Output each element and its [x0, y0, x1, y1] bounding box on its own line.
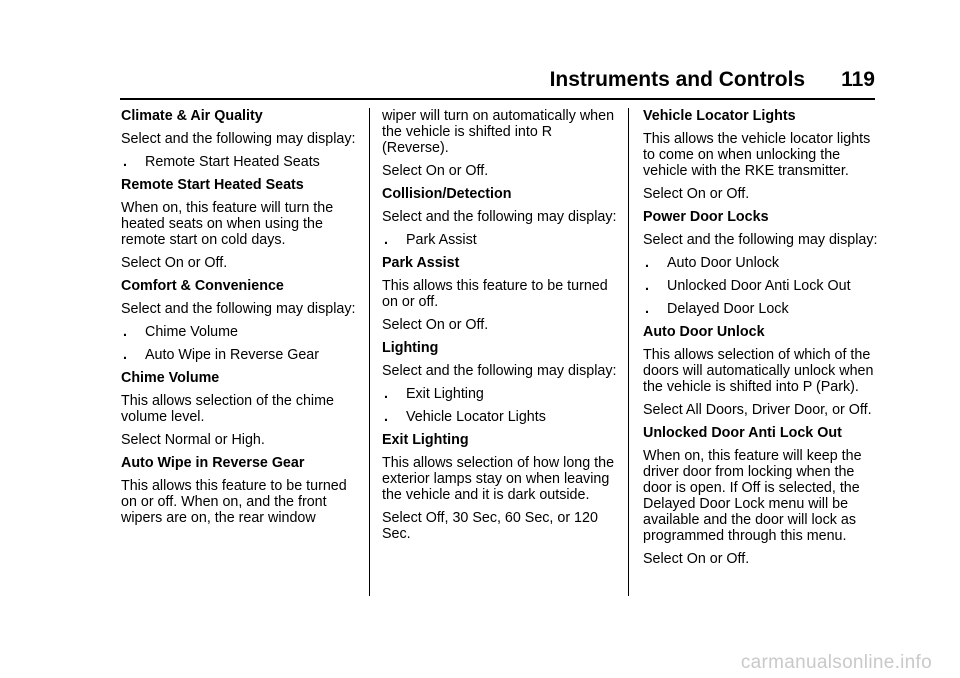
heading-power-door-locks: Power Door Locks: [643, 209, 769, 225]
paragraph: When on, this feature will turn the heat…: [121, 200, 334, 248]
paragraph: Select On or Off.: [382, 317, 489, 333]
heading-auto-wipe: Auto Wipe in Reverse Gear: [121, 455, 305, 471]
bullet-icon: [382, 386, 406, 402]
paragraph: Select All Doors, Driver Door, or Off.: [643, 402, 872, 418]
paragraph: Select Normal or High.: [121, 432, 265, 448]
heading-climate: Climate & Air Quality: [121, 108, 263, 124]
heading-vehicle-locator-lights: Vehicle Locator Lights: [643, 108, 796, 124]
heading-comfort-convenience: Comfort & Convenience: [121, 278, 284, 294]
page-number: 119: [841, 68, 875, 91]
paragraph: This allows this feature to be turned on…: [121, 478, 347, 526]
paragraph: This allows this feature to be turned on…: [382, 278, 608, 310]
bullet-icon: [121, 347, 145, 363]
bullet-item: Exit Lighting: [382, 386, 618, 402]
column-1: Climate & Air Quality Select and the fol…: [121, 108, 357, 533]
bullet-text: Auto Door Unlock: [667, 255, 780, 271]
heading-collision-detection: Collision/Detection: [382, 186, 512, 202]
bullet-text: Remote Start Heated Seats: [145, 154, 320, 170]
bullet-item: Chime Volume: [121, 324, 357, 340]
paragraph: Select On or Off.: [382, 163, 489, 179]
paragraph: Select and the following may display:: [382, 209, 617, 225]
bullet-icon: [121, 154, 145, 170]
bullet-item: Remote Start Heated Seats: [121, 154, 357, 170]
paragraph: Select On or Off.: [121, 255, 228, 271]
heading-exit-lighting: Exit Lighting: [382, 432, 469, 448]
bullet-icon: [121, 324, 145, 340]
heading-remote-start-heated-seats: Remote Start Heated Seats: [121, 177, 304, 193]
watermark: carmanualsonline.info: [740, 652, 932, 673]
paragraph: Select On or Off.: [643, 551, 750, 567]
column-2: wiper will turn on automatically when th…: [382, 108, 618, 549]
paragraph: Select and the following may display:: [121, 131, 356, 147]
paragraph: Select and the following may display:: [643, 232, 878, 248]
bullet-item: Unlocked Door Anti Lock Out: [643, 278, 879, 294]
header-rule: [120, 98, 875, 100]
section-title: Instruments and Controls: [549, 68, 806, 91]
page-header: Instruments and Controls 119: [120, 68, 875, 92]
paragraph: When on, this feature will keep the driv…: [643, 448, 862, 544]
paragraph: This allows selection of the chime volum…: [121, 393, 334, 425]
paragraph: Select On or Off.: [643, 186, 750, 202]
bullet-item: Delayed Door Lock: [643, 301, 879, 317]
bullet-text: Exit Lighting: [406, 386, 484, 402]
paragraph: Select Off, 30 Sec, 60 Sec, or 120 Sec.: [382, 510, 598, 542]
paragraph: This allows selection of which of the do…: [643, 347, 874, 395]
bullet-text: Unlocked Door Anti Lock Out: [667, 278, 851, 294]
paragraph: This allows the vehicle locator lights t…: [643, 131, 871, 179]
paragraph: This allows selection of how long the ex…: [382, 455, 615, 503]
column-3: Vehicle Locator Lights This allows the v…: [643, 108, 879, 574]
bullet-icon: [643, 301, 667, 317]
heading-auto-door-unlock: Auto Door Unlock: [643, 324, 765, 340]
heading-unlocked-door-anti-lock-out: Unlocked Door Anti Lock Out: [643, 425, 842, 441]
bullet-text: Auto Wipe in Reverse Gear: [145, 347, 320, 363]
bullet-icon: [382, 409, 406, 425]
paragraph: Select and the following may display:: [382, 363, 617, 379]
bullet-text: Chime Volume: [145, 324, 238, 340]
bullet-icon: [382, 232, 406, 248]
column-divider: [369, 108, 370, 596]
bullet-icon: [643, 278, 667, 294]
heading-lighting: Lighting: [382, 340, 439, 356]
heading-park-assist: Park Assist: [382, 255, 460, 271]
bullet-icon: [643, 255, 667, 271]
column-divider: [628, 108, 629, 596]
bullet-item: Auto Wipe in Reverse Gear: [121, 347, 357, 363]
bullet-item: Auto Door Unlock: [643, 255, 879, 271]
bullet-text: Delayed Door Lock: [667, 301, 789, 317]
bullet-text: Vehicle Locator Lights: [406, 409, 546, 425]
paragraph: wiper will turn on automatically when th…: [382, 108, 615, 156]
heading-chime-volume: Chime Volume: [121, 370, 220, 386]
bullet-text: Park Assist: [406, 232, 477, 248]
paragraph: Select and the following may display:: [121, 301, 356, 317]
bullet-item: Park Assist: [382, 232, 618, 248]
bullet-item: Vehicle Locator Lights: [382, 409, 618, 425]
